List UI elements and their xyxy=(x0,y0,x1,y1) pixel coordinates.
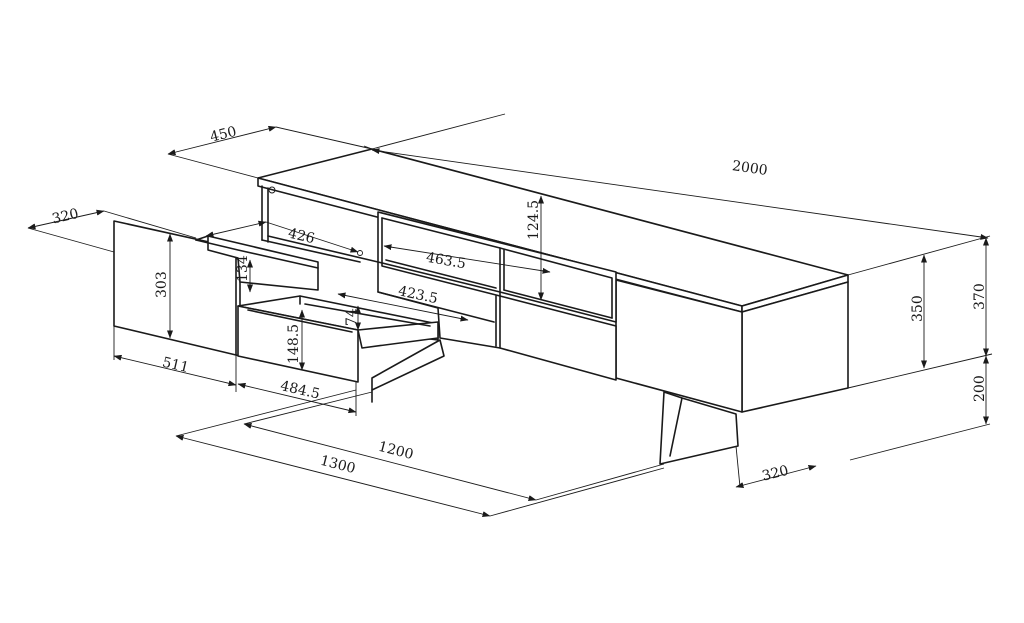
dim-drawer-inner-width: 423.5 xyxy=(397,283,440,307)
lower-drawer-front xyxy=(237,305,359,383)
dim-door-depth: 320 xyxy=(51,206,81,228)
dim-shelf-width: 463.5 xyxy=(425,250,467,273)
dim-overall-length: 2000 xyxy=(731,158,769,179)
hinge-hole-icon xyxy=(357,250,363,256)
dim-overall-height: 370 xyxy=(972,283,988,310)
dim-shelf-height: 124.5 xyxy=(526,200,542,240)
left-leg xyxy=(371,339,445,391)
dim-drawer-inner-depth: 426 xyxy=(287,226,317,248)
dimension-labels: 2000 450 370 350 200 320 1200 1300 320 3… xyxy=(51,124,988,485)
lower-drawer-right-side xyxy=(357,321,439,349)
dimension-lines xyxy=(27,113,993,518)
dim-door-height: 303 xyxy=(154,271,170,298)
dim-body-height: 350 xyxy=(910,295,926,322)
hinge-hole-icon xyxy=(268,186,276,194)
dim-leg-depth: 320 xyxy=(760,463,790,485)
dim-drawer-side-height: 74 xyxy=(344,308,360,326)
dim-drawer-inner-height: 134 xyxy=(235,255,251,282)
dim-leg-span-inner: 1200 xyxy=(376,439,415,463)
upper-drawer xyxy=(195,235,319,291)
dim-top-depth: 450 xyxy=(208,124,238,146)
dim-leg-height: 200 xyxy=(972,375,988,402)
legs xyxy=(371,339,739,465)
dim-drawer-front-height: 148.5 xyxy=(286,324,302,364)
middle-drawer-front xyxy=(499,295,617,381)
dim-door-width: 511 xyxy=(161,355,191,377)
